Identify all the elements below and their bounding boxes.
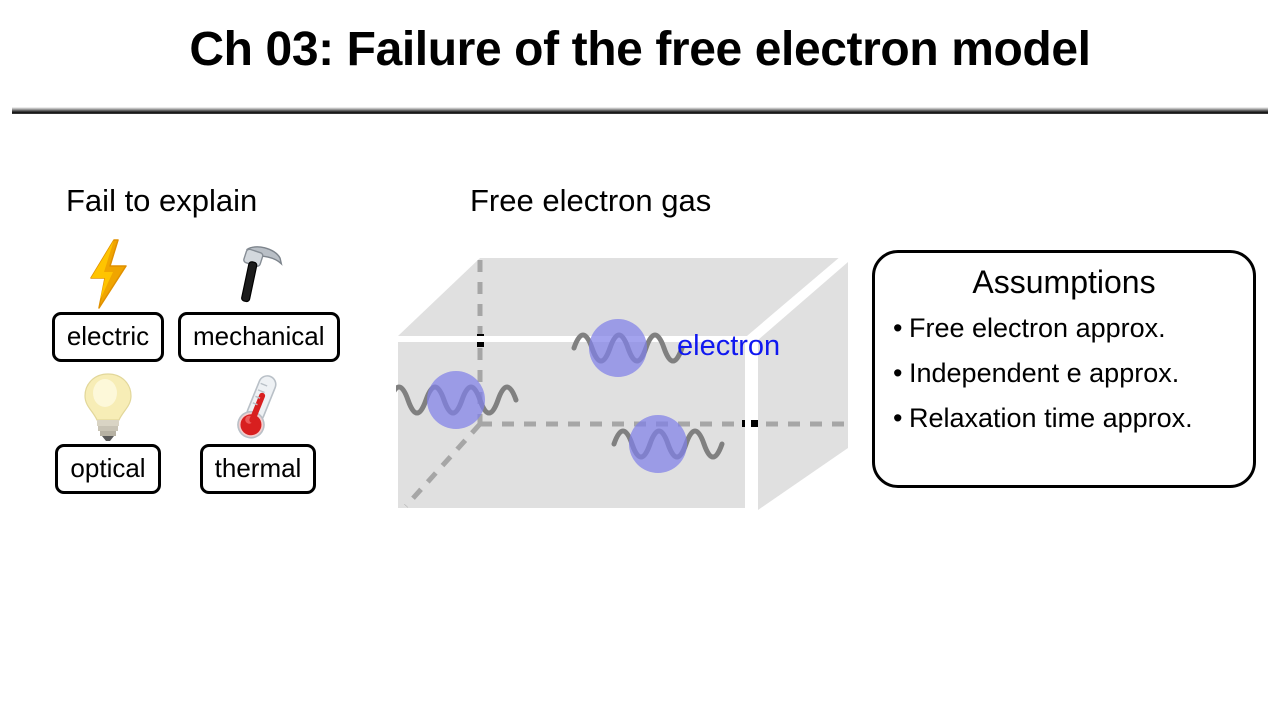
free-electron-gas-heading: Free electron gas: [470, 183, 712, 218]
fail-item-mechanical[interactable]: mechanical: [178, 236, 340, 362]
page-title: Ch 03: Failure of the free electron mode…: [189, 23, 1091, 76]
assumptions-list: •Free electron approx. •Independent e ap…: [875, 306, 1253, 441]
assumption-text: Relaxation time approx.: [909, 403, 1193, 434]
assumptions-panel: Assumptions •Free electron approx. •Inde…: [872, 250, 1256, 488]
fail-to-explain-group: electric mechanical: [28, 236, 384, 508]
bullet-glyph: •: [893, 313, 903, 344]
fail-chip-label: optical: [55, 444, 161, 494]
assumption-item: •Relaxation time approx.: [893, 396, 1253, 441]
assumption-item: •Independent e approx.: [893, 351, 1253, 396]
electron-particle: [571, 319, 685, 377]
box-top-face: [398, 258, 840, 336]
box-right-face: [758, 262, 848, 510]
bullet-glyph: •: [893, 358, 903, 389]
assumption-text: Independent e approx.: [909, 358, 1180, 389]
thermometer-icon: [178, 368, 338, 444]
fail-item-electric[interactable]: electric: [28, 236, 188, 362]
title-divider: [12, 107, 1268, 114]
hammer-icon: [178, 236, 338, 312]
fail-chip-label: thermal: [199, 444, 317, 494]
electron-particle: [396, 371, 519, 429]
bullet-glyph: •: [893, 403, 903, 434]
lightning-bolt-icon: [28, 236, 188, 312]
assumption-text: Free electron approx.: [909, 313, 1166, 344]
box-face-seams: [396, 251, 850, 512]
assumptions-title: Assumptions: [972, 264, 1156, 300]
fail-to-explain-heading: Fail to explain: [66, 183, 258, 218]
light-bulb-icon: [28, 368, 188, 444]
electron-label: electron: [677, 330, 781, 362]
assumption-item: •Free electron approx.: [893, 306, 1253, 351]
fail-item-thermal[interactable]: thermal: [178, 368, 338, 494]
free-electron-gas-figure: electron: [396, 248, 852, 520]
fail-chip-label: electric: [51, 312, 165, 362]
electron-particle: [611, 415, 725, 473]
fail-chip-label: mechanical: [178, 312, 340, 362]
fail-item-optical[interactable]: optical: [28, 368, 188, 494]
